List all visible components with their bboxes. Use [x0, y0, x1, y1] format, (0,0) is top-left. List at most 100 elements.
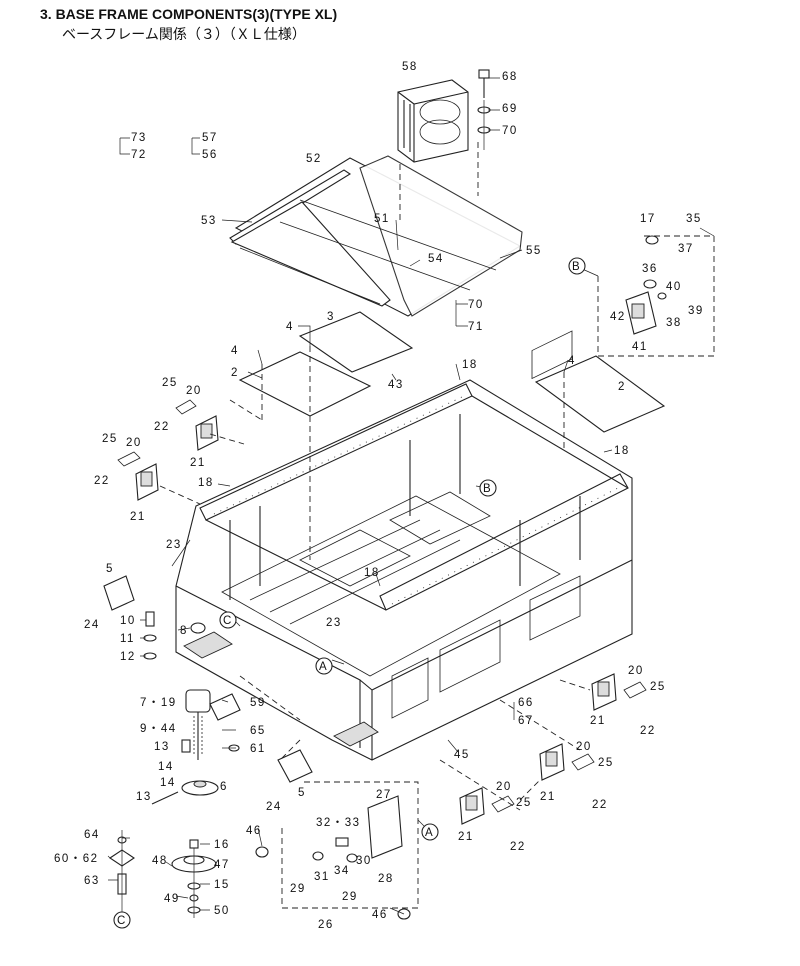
- part-label: 56: [202, 149, 218, 161]
- part-label: 18: [198, 477, 214, 489]
- part-label: 18: [614, 445, 630, 457]
- callout-A-frame: A: [315, 657, 333, 675]
- part-label: 66: [518, 697, 534, 709]
- part-label: 70: [468, 299, 484, 311]
- callout-B-top: B: [568, 257, 586, 275]
- part-label: 34: [334, 865, 350, 877]
- part-label: 47: [214, 859, 230, 871]
- callout-A-box: A: [421, 823, 439, 841]
- part-label: 2: [231, 367, 239, 379]
- part-label: 30: [356, 855, 372, 867]
- part-label: 10: [120, 615, 136, 627]
- foot-pad-47: [171, 839, 217, 918]
- part-label: 20: [576, 741, 592, 753]
- part-label: 4: [568, 355, 576, 367]
- part-label: 16: [214, 839, 230, 851]
- svg-text:C: C: [117, 915, 127, 927]
- part-label: 18: [364, 567, 380, 579]
- part-label: 70: [502, 125, 518, 137]
- plate-5: [103, 575, 313, 783]
- svg-text:B: B: [483, 483, 492, 495]
- part-label: 17: [640, 213, 656, 225]
- part-label: 50: [214, 905, 230, 917]
- svg-text:A: A: [319, 661, 328, 673]
- part-label: 53: [201, 215, 217, 227]
- part-label: 67: [518, 715, 534, 727]
- callout-B-frame: B: [479, 479, 497, 497]
- part-label: 21: [540, 791, 556, 803]
- part-label: 52: [306, 153, 322, 165]
- part-label: 18: [462, 359, 478, 371]
- svg-text:B: B: [572, 261, 581, 273]
- part-label: 49: [164, 893, 180, 905]
- part-label: 51: [374, 213, 390, 225]
- part-label: 46: [246, 825, 262, 837]
- part-label: 4: [286, 321, 294, 333]
- svg-text:C: C: [223, 615, 233, 627]
- part-label: 38: [666, 317, 682, 329]
- part-label: 21: [190, 457, 206, 469]
- part-label: 71: [468, 321, 484, 333]
- part-label: 39: [688, 305, 704, 317]
- part-label: 32・33: [316, 817, 361, 829]
- part-label: 9・44: [140, 723, 177, 735]
- part-label: 20: [186, 385, 202, 397]
- part-label: 25: [650, 681, 666, 693]
- callout-C-mount: C: [113, 911, 131, 929]
- part-label: 65: [250, 725, 266, 737]
- part-label: 20: [496, 781, 512, 793]
- part-label: 8: [180, 625, 188, 637]
- part-label: 24: [84, 619, 100, 631]
- bracket-set-upper-left-2: [117, 451, 159, 501]
- bracket-set-right-3: [459, 787, 515, 825]
- part-label: 69: [502, 103, 518, 115]
- part-label: 29: [342, 891, 358, 903]
- part-label: 24: [266, 801, 282, 813]
- page-subtitle: ベースフレーム関係（３）（ＸＬ仕様）: [62, 27, 306, 43]
- part-label: 63: [84, 875, 100, 887]
- svg-text:A: A: [425, 827, 434, 839]
- part-label: 21: [458, 831, 474, 843]
- part-label: 60・62: [54, 853, 99, 865]
- part-label: 22: [94, 475, 110, 487]
- plate-55: [279, 155, 523, 317]
- part-label: 21: [130, 511, 146, 523]
- mount-c-parts: [109, 830, 135, 912]
- part-label: 23: [326, 617, 342, 629]
- part-label: 64: [84, 829, 100, 841]
- detail-box-35: [597, 235, 715, 357]
- base-frame: [175, 330, 633, 761]
- part-label: 6: [220, 781, 228, 793]
- callout-C-frame: C: [219, 611, 237, 629]
- part-label: 25: [102, 433, 118, 445]
- part-label: 22: [510, 841, 526, 853]
- part-label: 15: [214, 879, 230, 891]
- part-label: 13: [136, 791, 152, 803]
- page-title: 3. BASE FRAME COMPONENTS(3)(TYPE XL): [40, 6, 338, 22]
- panel-2-right: [534, 355, 666, 433]
- part-label: 42: [610, 311, 626, 323]
- part-label: 22: [154, 421, 170, 433]
- part-labels: 58 68 69 70 73 72 57 56 52 53 51 54 55 1…: [54, 61, 704, 931]
- part-label: 36: [642, 263, 658, 275]
- part-label: 45: [454, 749, 470, 761]
- part-label: 73: [131, 132, 147, 144]
- part-label: 28: [378, 873, 394, 885]
- bracket-set-right-1: [591, 673, 647, 711]
- part-label: 23: [166, 539, 182, 551]
- part-label: 43: [388, 379, 404, 391]
- part-label: 20: [628, 665, 644, 677]
- part-label: 31: [314, 871, 330, 883]
- part-label: 25: [162, 377, 178, 389]
- part-label: 54: [428, 253, 444, 265]
- part-label: 11: [120, 633, 135, 645]
- part-label: 57: [202, 132, 218, 144]
- part-label: 2: [618, 381, 626, 393]
- part-label: 41: [632, 341, 648, 353]
- part-label: 68: [502, 71, 518, 83]
- leader-lines: [107, 77, 715, 915]
- part-label: 7・19: [140, 697, 177, 709]
- part-label: 13: [154, 741, 170, 753]
- part-label: 20: [126, 437, 142, 449]
- part-label: 25: [598, 757, 614, 769]
